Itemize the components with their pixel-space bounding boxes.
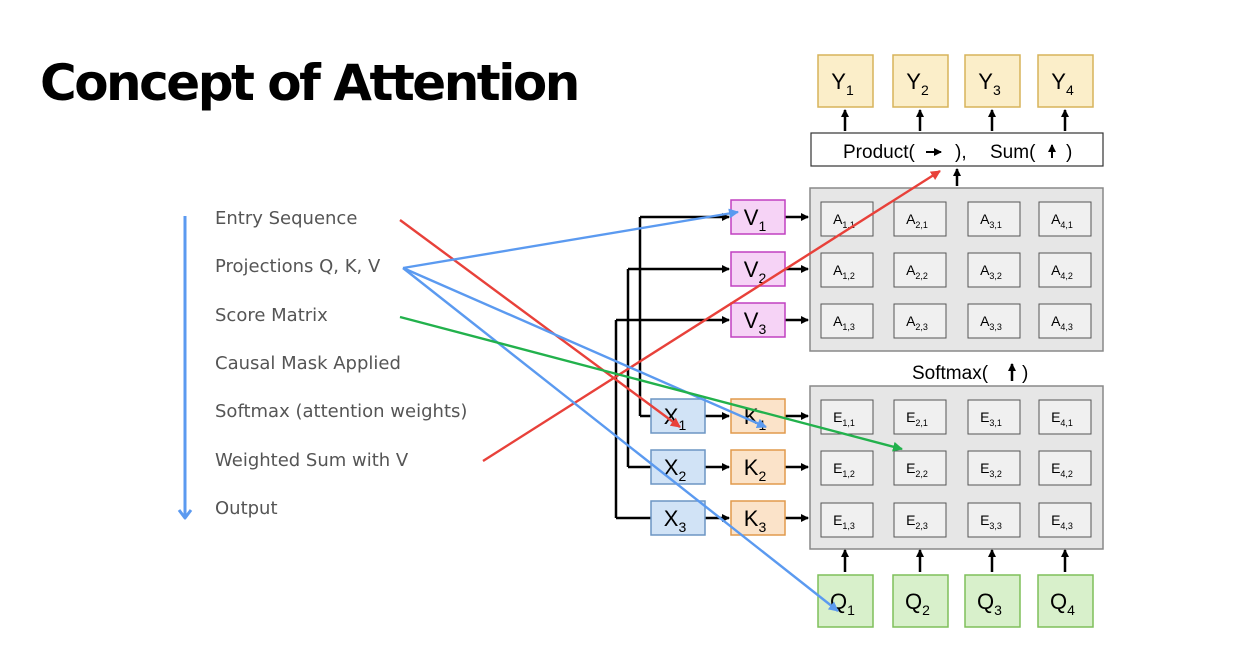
value-v1-label: V1 (744, 205, 767, 234)
svg-text:A4,2: A4,2 (1051, 262, 1073, 281)
query-q2: Q2 (892, 574, 949, 628)
svg-text:Product(: Product( (843, 142, 915, 163)
blue-arrow-value (402, 208, 739, 270)
key-k2-label: K2 (744, 455, 767, 484)
attention-cell: A2,1 (893, 201, 947, 237)
input-x1: X1 (650, 398, 706, 434)
svg-text:A1,2: A1,2 (833, 262, 855, 281)
input-x3-label: X3 (664, 506, 687, 535)
svg-text:): ) (1066, 142, 1072, 163)
energy-cell: E3,3 (967, 502, 1021, 538)
svg-text:A4,1: A4,1 (1051, 211, 1073, 230)
energy-cell: E3,2 (967, 450, 1021, 486)
svg-text:E1,1: E1,1 (833, 409, 855, 428)
step-item: Weighted Sum with V (215, 449, 409, 471)
value-v3-label: V3 (744, 308, 767, 337)
output-y3-label: Y3 (978, 69, 1001, 98)
softmax-label: Softmax() (912, 363, 1028, 384)
product-sum-box: Product(), Sum() (810, 132, 1104, 167)
attention-cell: A3,2 (967, 252, 1021, 288)
svg-text:E2,2: E2,2 (906, 460, 928, 479)
key-k3: K3 (730, 500, 786, 536)
query-q4: Q4 (1037, 574, 1094, 628)
svg-text:Sum(: Sum( (990, 142, 1036, 163)
key-k2: K2 (730, 449, 786, 485)
svg-text:E1,2: E1,2 (833, 460, 855, 479)
attention-cell: A4,3 (1038, 303, 1092, 339)
svg-text:A2,1: A2,1 (906, 211, 928, 230)
query-q3: Q3 (964, 574, 1021, 628)
timeline-arrow (177, 216, 193, 520)
input-x2-label: X2 (664, 455, 687, 484)
svg-text:Softmax(: Softmax( (912, 363, 989, 384)
query-q4-label: Q4 (1050, 589, 1075, 618)
svg-text:A3,1: A3,1 (980, 211, 1002, 230)
input-x2: X2 (650, 449, 706, 485)
step-item: Causal Mask Applied (215, 352, 401, 374)
attention-cell: A4,1 (1038, 201, 1092, 237)
output-y4: Y4 (1037, 54, 1094, 108)
output-y2-label: Y2 (906, 69, 929, 98)
step-item: Softmax (attention weights) (215, 401, 468, 423)
output-y2: Y2 (892, 54, 949, 108)
svg-text:A3,3: A3,3 (980, 313, 1002, 332)
energy-cell: E4,1 (1038, 399, 1092, 435)
value-v1: V1 (730, 199, 786, 235)
value-v2-label: V2 (744, 257, 767, 286)
output-y1: Y1 (817, 54, 874, 108)
energy-cell: E2,1 (893, 399, 947, 435)
key-k3-label: K3 (744, 506, 767, 535)
energy-cell: E4,3 (1038, 502, 1092, 538)
energy-cell: E3,1 (967, 399, 1021, 435)
svg-text:A1,3: A1,3 (833, 313, 855, 332)
svg-text:E1,3: E1,3 (833, 512, 855, 531)
svg-text:A4,3: A4,3 (1051, 313, 1073, 332)
output-y1-label: Y1 (831, 69, 854, 98)
svg-text:): ) (1022, 363, 1028, 384)
step-item: Entry Sequence (215, 208, 358, 229)
query-q3-label: Q3 (977, 589, 1002, 618)
svg-text:E3,1: E3,1 (980, 409, 1002, 428)
energy-cell: E1,2 (820, 450, 874, 486)
attention-cell: A1,2 (820, 252, 874, 288)
output-y4-label: Y4 (1051, 69, 1074, 98)
svg-text:),: ), (955, 142, 967, 163)
slide-title: Concept of Attention (40, 54, 580, 112)
svg-text:A2,2: A2,2 (906, 262, 928, 281)
attention-cell: A1,3 (820, 303, 874, 339)
step-item: Score Matrix (215, 304, 328, 326)
energy-cell: E2,2 (893, 450, 947, 486)
energy-cell: E4,2 (1038, 450, 1092, 486)
step-item: Projections Q, K, V (215, 256, 381, 278)
svg-text:E4,3: E4,3 (1051, 512, 1073, 531)
red-arrow-entry (399, 219, 681, 428)
output-y3: Y3 (964, 54, 1021, 108)
svg-text:E3,3: E3,3 (980, 512, 1002, 531)
svg-text:E4,2: E4,2 (1051, 460, 1073, 479)
blue-arrow-key (402, 266, 767, 429)
svg-text:E2,1: E2,1 (906, 409, 928, 428)
value-v3: V3 (730, 302, 786, 338)
attention-cell: A2,3 (893, 303, 947, 339)
attention-cell: A3,3 (967, 303, 1021, 339)
step-item: Output (215, 497, 278, 519)
svg-text:E3,2: E3,2 (980, 460, 1002, 479)
query-q2-label: Q2 (905, 589, 930, 618)
energy-cell: E2,3 (893, 502, 947, 538)
attention-cell: A4,2 (1038, 252, 1092, 288)
svg-text:A2,3: A2,3 (906, 313, 928, 332)
svg-text:E2,3: E2,3 (906, 512, 928, 531)
value-v2: V2 (730, 251, 786, 287)
energy-cell: E1,3 (820, 502, 874, 538)
blue-arrow-query (402, 267, 839, 612)
svg-text:A1,1: A1,1 (833, 211, 855, 230)
svg-text:A3,2: A3,2 (980, 262, 1002, 281)
attention-cell: A3,1 (967, 201, 1021, 237)
input-x3: X3 (650, 500, 706, 536)
green-arrow-score (399, 315, 903, 452)
svg-text:E4,1: E4,1 (1051, 409, 1073, 428)
attention-cell: A2,2 (893, 252, 947, 288)
red-arrow-weighted-sum (482, 169, 941, 463)
